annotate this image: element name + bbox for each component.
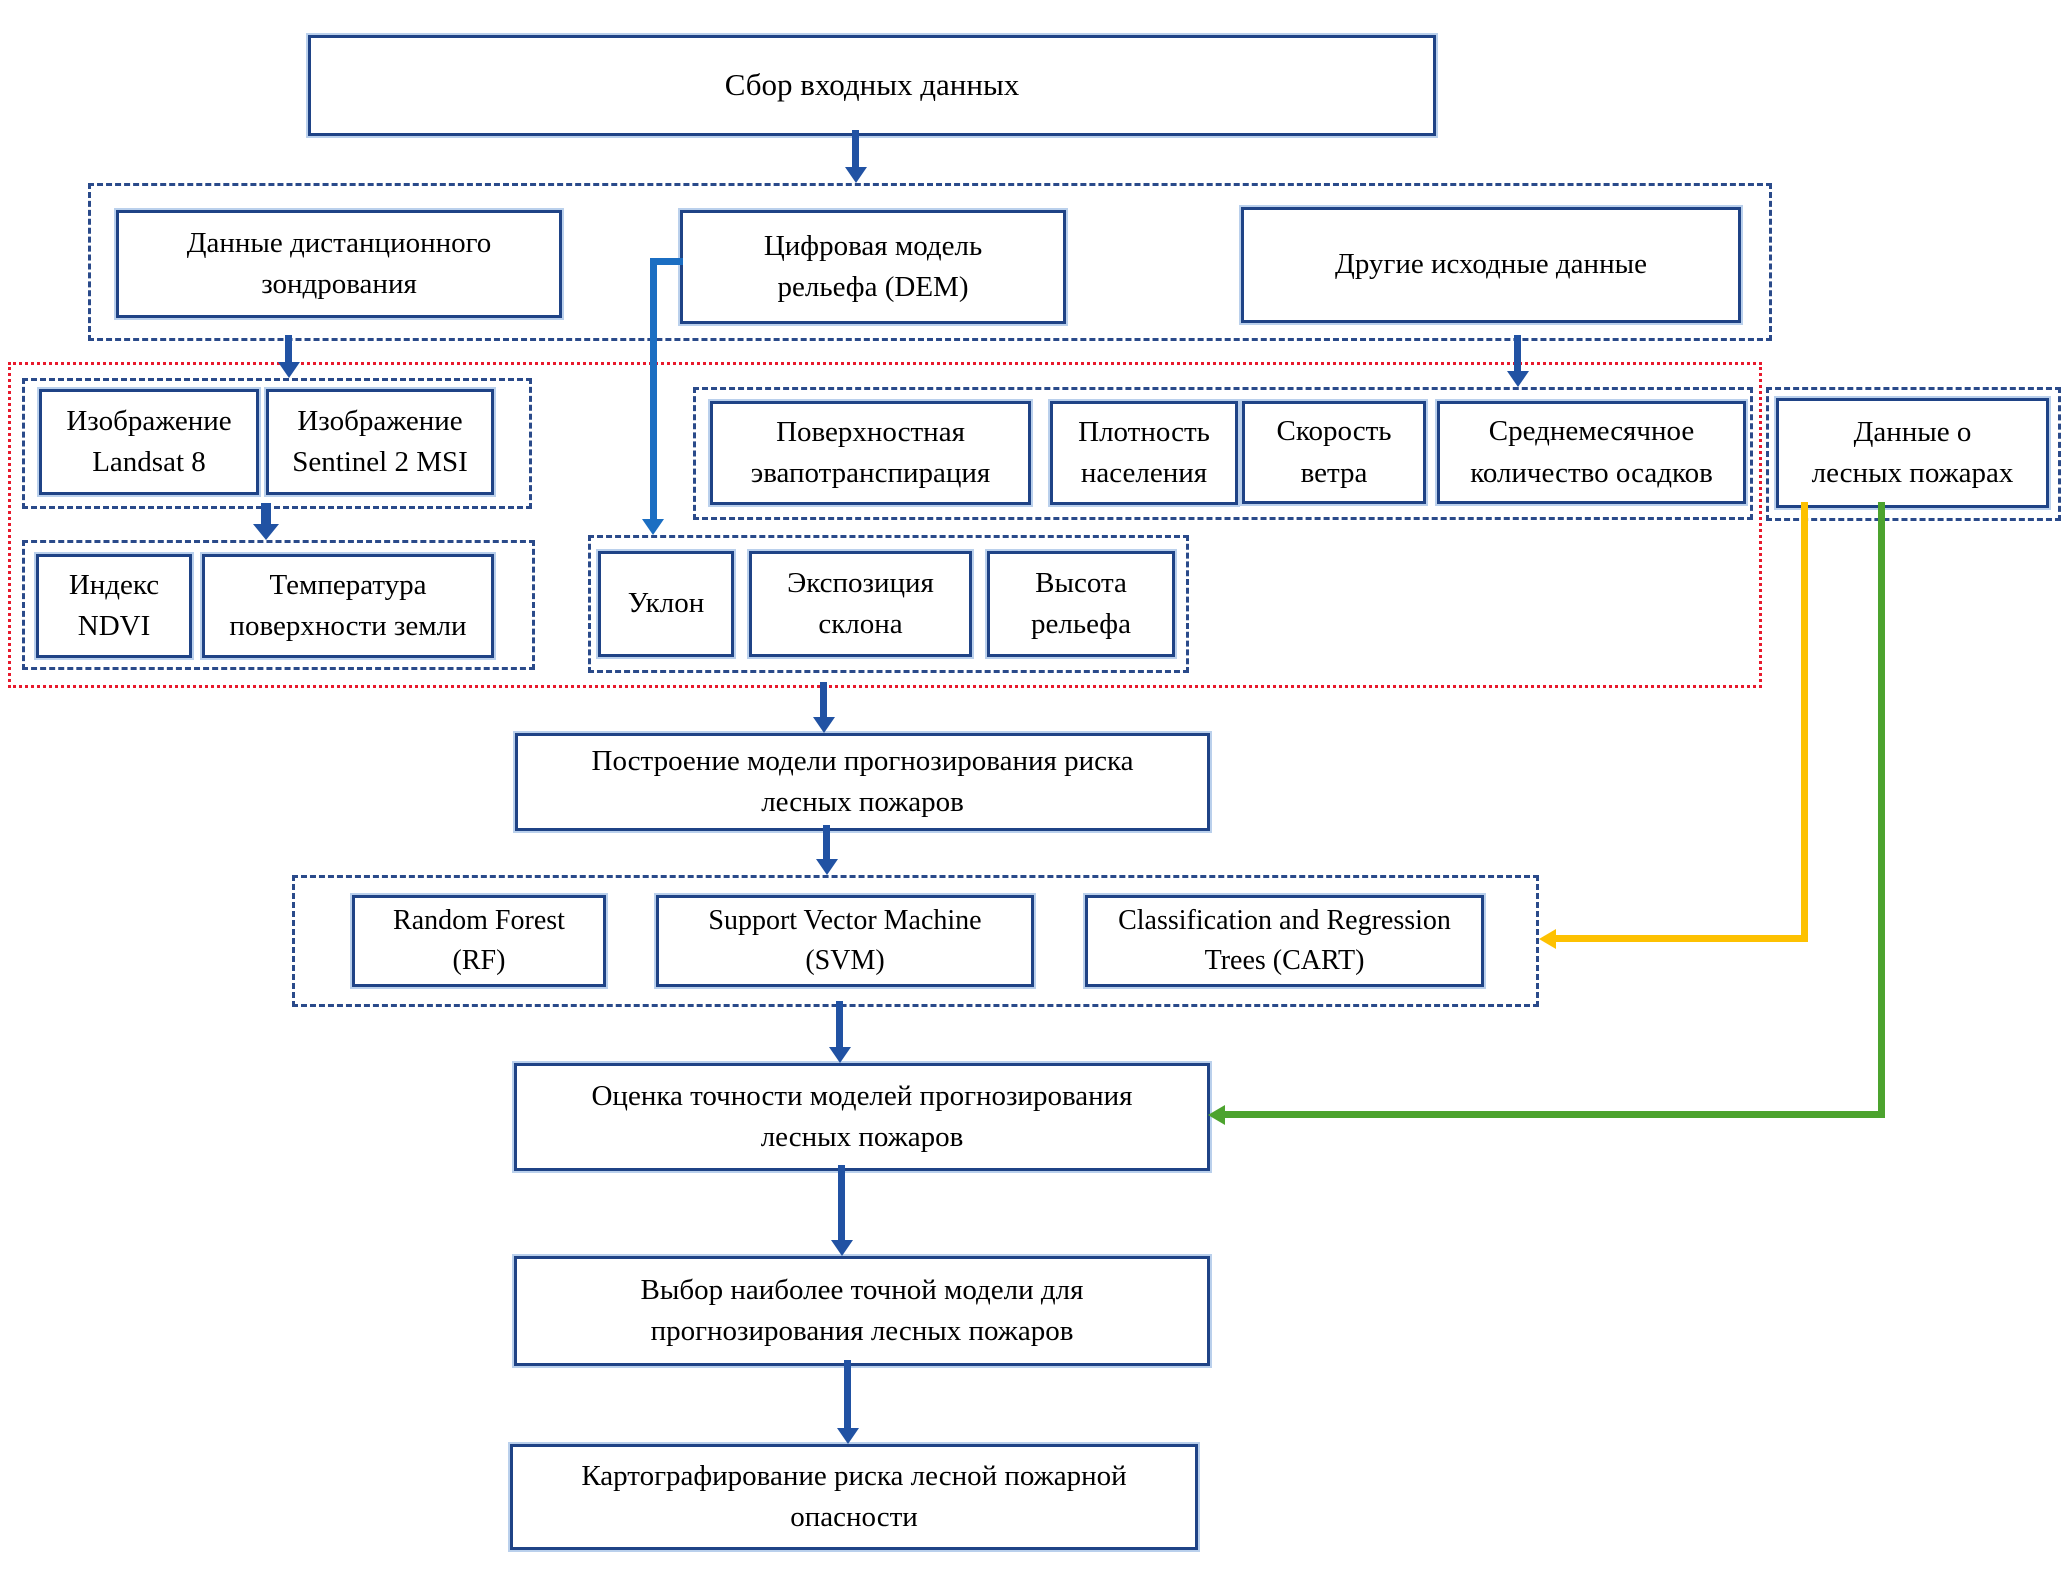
node-aspect-line1: Экспозиция bbox=[787, 566, 934, 599]
node-risk-mapping: Картографирование риска лесной пожарной … bbox=[510, 1444, 1198, 1550]
node-random-forest: Random Forest (RF) bbox=[352, 895, 606, 987]
node-evaluation-line2: лесных пожаров bbox=[760, 1121, 964, 1153]
node-forest-fire-data: Данные о лесных пожарах bbox=[1776, 398, 2049, 508]
node-other-source-data: Другие исходные данные bbox=[1241, 207, 1741, 323]
node-evaluation-line1: Оценка точности моделей прогнозирования bbox=[591, 1079, 1133, 1112]
container-satellite-images bbox=[22, 378, 532, 509]
node-remote-sensing-data: Данные дистанционного зондрования bbox=[116, 210, 562, 318]
node-mapping-line2: опасности bbox=[790, 1501, 918, 1533]
node-svm-line2: (SVM) bbox=[805, 945, 885, 976]
node-wind-speed: Скорость ветра bbox=[1242, 401, 1426, 504]
node-other-label: Другие исходные данные bbox=[1335, 248, 1647, 281]
node-slope: Уклон bbox=[598, 551, 734, 657]
node-svm: Support Vector Machine (SVM) bbox=[656, 895, 1034, 987]
node-fires-line1: Данные о bbox=[1853, 415, 1972, 448]
node-model-building: Построение модели прогнозирования риска … bbox=[515, 733, 1210, 831]
node-precip-line1: Среднемесячное bbox=[1488, 415, 1695, 448]
node-precip-line2: количество осадков bbox=[1470, 456, 1713, 489]
node-lst-line1: Температура bbox=[269, 568, 427, 601]
node-evapo-line1: Поверхностная bbox=[776, 415, 965, 448]
node-evapo-line2: эвапотранспирация bbox=[750, 457, 991, 489]
node-remote-line2: зондрования bbox=[261, 268, 417, 300]
node-population-density: Плотность населения bbox=[1050, 401, 1238, 505]
node-sentinel-image: Изображение Sentinel 2 MSI bbox=[266, 389, 494, 495]
node-fires-line2: лесных пожарах bbox=[1811, 457, 2014, 489]
node-input-data-collection: Сбор входных данных bbox=[308, 35, 1436, 136]
container-algorithms bbox=[292, 875, 1539, 1007]
node-landsat-line2: Landsat 8 bbox=[92, 446, 206, 478]
node-density-line2: населения bbox=[1080, 457, 1208, 489]
node-land-surface-temperature: Температура поверхности земли bbox=[202, 554, 494, 658]
node-rf-line1: Random Forest bbox=[393, 905, 565, 937]
node-monthly-precipitation: Среднемесячное количество осадков bbox=[1437, 401, 1746, 504]
node-wind-line2: ветра bbox=[1300, 456, 1368, 489]
node-wind-line1: Скорость bbox=[1276, 415, 1392, 448]
node-evapotranspiration: Поверхностная эвапотранспирация bbox=[710, 401, 1031, 505]
node-ndvi-line2: NDVI bbox=[77, 610, 151, 642]
node-sentinel-line2: Sentinel 2 MSI bbox=[292, 446, 468, 478]
container-terrain-factors bbox=[588, 535, 1189, 673]
node-mapping-line1: Картографирование риска лесной пожарной bbox=[581, 1459, 1127, 1492]
container-fire-data bbox=[1766, 387, 2061, 521]
node-modeling-line2: лесных пожаров bbox=[761, 786, 964, 818]
node-selection-line1: Выбор наиболее точной модели для bbox=[640, 1273, 1084, 1306]
node-slope-label: Уклон bbox=[627, 587, 705, 620]
node-remote-line1: Данные дистанционного bbox=[186, 226, 492, 259]
node-cart-line1: Classification and Regression bbox=[1118, 905, 1451, 937]
node-dem: Цифровая модель рельефа (DEM) bbox=[680, 210, 1066, 324]
node-relief-elevation: Высота рельефа bbox=[987, 551, 1175, 657]
node-model-selection: Выбор наиболее точной модели для прогноз… bbox=[514, 1256, 1210, 1366]
node-elevation-line2: рельефа bbox=[1031, 608, 1131, 640]
node-sentinel-line1: Изображение bbox=[297, 404, 463, 437]
node-density-line1: Плотность bbox=[1078, 415, 1210, 448]
node-ndvi-index: Индекс NDVI bbox=[36, 554, 192, 658]
node-dem-line1: Цифровая модель bbox=[763, 229, 983, 262]
node-elevation-line1: Высота bbox=[1035, 566, 1127, 599]
node-cart: Classification and Regression Trees (CAR… bbox=[1085, 895, 1484, 987]
node-aspect-line2: склона bbox=[818, 608, 903, 640]
node-rf-line2: (RF) bbox=[452, 945, 506, 976]
node-lst-line2: поверхности земли bbox=[229, 610, 467, 642]
node-slope-aspect: Экспозиция склона bbox=[749, 551, 972, 657]
node-landsat-image: Изображение Landsat 8 bbox=[39, 389, 259, 495]
node-landsat-line1: Изображение bbox=[66, 404, 232, 437]
node-svm-line1: Support Vector Machine bbox=[708, 905, 982, 937]
node-ndvi-line1: Индекс bbox=[68, 568, 160, 601]
container-input-sources bbox=[88, 183, 1772, 341]
container-derived-factors bbox=[8, 362, 1762, 688]
node-input-label: Сбор входных данных bbox=[724, 67, 1020, 103]
container-image-indices bbox=[22, 540, 535, 670]
node-cart-line2: Trees (CART) bbox=[1204, 945, 1365, 976]
node-accuracy-evaluation: Оценка точности моделей прогнозирования … bbox=[514, 1063, 1210, 1171]
node-dem-line2: рельефа (DEM) bbox=[777, 271, 969, 303]
node-modeling-line1: Построение модели прогнозирования риска bbox=[591, 744, 1134, 777]
container-climate-factors bbox=[693, 387, 1753, 520]
node-selection-line2: прогнозирования лесных пожаров bbox=[650, 1315, 1074, 1347]
